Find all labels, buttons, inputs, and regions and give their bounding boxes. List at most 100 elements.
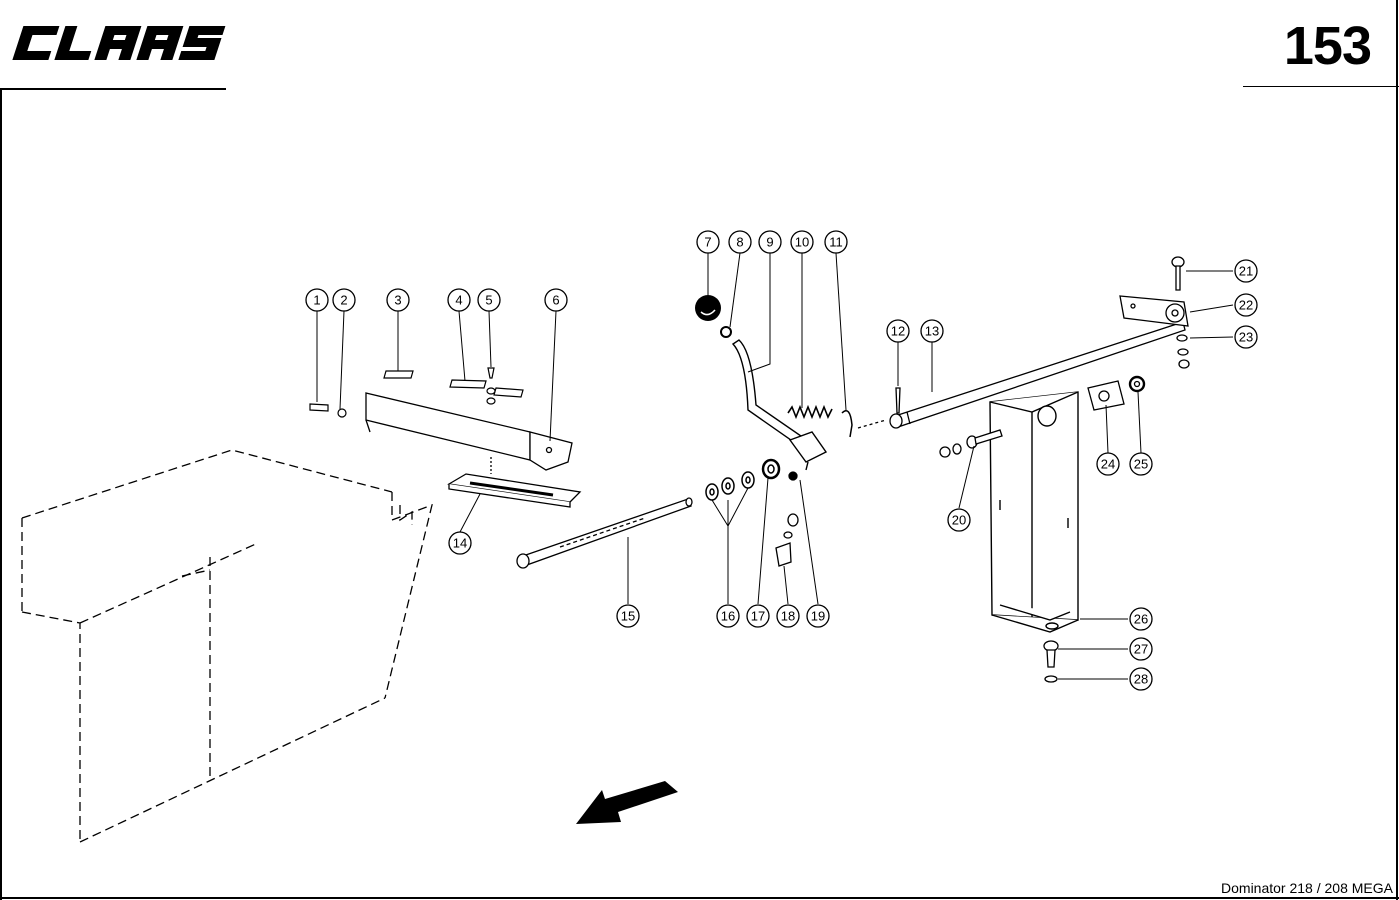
callout-19: 19 bbox=[806, 604, 830, 628]
callout-4: 4 bbox=[447, 288, 471, 312]
callout-circle bbox=[1234, 259, 1258, 283]
callout-6: 6 bbox=[544, 288, 568, 312]
callout-number: 15 bbox=[621, 609, 635, 624]
callout-number: 23 bbox=[1239, 330, 1253, 345]
callout-circle bbox=[386, 288, 410, 312]
machine-outline bbox=[21, 449, 433, 843]
callout-number: 8 bbox=[736, 235, 743, 250]
callout-number: 17 bbox=[751, 609, 765, 624]
callout-circle bbox=[305, 288, 329, 312]
callout-circle bbox=[447, 288, 471, 312]
callout-28: 28 bbox=[1129, 667, 1153, 691]
callout-8: 8 bbox=[728, 230, 752, 254]
callout-number: 26 bbox=[1134, 612, 1148, 627]
callout-number: 7 bbox=[704, 235, 711, 250]
callout-circle bbox=[616, 604, 640, 628]
callout-number: 25 bbox=[1134, 457, 1148, 472]
hook-part bbox=[841, 410, 853, 438]
callout-circle bbox=[1129, 667, 1153, 691]
callout-circle bbox=[806, 604, 830, 628]
callout-21: 21 bbox=[1234, 259, 1258, 283]
callout-10: 10 bbox=[790, 230, 814, 254]
mount-plate-part bbox=[1087, 375, 1146, 411]
callout-1: 1 bbox=[305, 288, 329, 312]
callout-number: 28 bbox=[1134, 672, 1148, 687]
callout-circle bbox=[544, 288, 568, 312]
callout-25: 25 bbox=[1129, 452, 1153, 476]
callout-18: 18 bbox=[776, 604, 800, 628]
claas-logo bbox=[12, 26, 226, 60]
shaft-part bbox=[516, 497, 693, 569]
callout-3: 3 bbox=[386, 288, 410, 312]
callout-circle bbox=[477, 288, 501, 312]
callout-circle bbox=[1234, 325, 1258, 349]
callout-27: 27 bbox=[1129, 637, 1153, 661]
callout-number: 22 bbox=[1239, 298, 1253, 313]
callout-26: 26 bbox=[1129, 607, 1153, 631]
callout-number: 1 bbox=[313, 293, 320, 308]
header-rule-left bbox=[0, 88, 226, 90]
callout-5: 5 bbox=[477, 288, 501, 312]
callout-circle bbox=[696, 230, 720, 254]
callout-number: 27 bbox=[1134, 642, 1148, 657]
base-bolt-part bbox=[1043, 640, 1059, 683]
callout-circle bbox=[790, 230, 814, 254]
bracket-part bbox=[365, 392, 573, 471]
arrow-down-left-icon bbox=[576, 781, 678, 824]
callout-20: 20 bbox=[947, 508, 971, 532]
plate-parts bbox=[383, 370, 524, 398]
knob-part bbox=[695, 295, 732, 338]
callout-number: 16 bbox=[721, 609, 735, 624]
bolt-part bbox=[939, 429, 1003, 458]
callout-circle bbox=[824, 230, 848, 254]
callout-11: 11 bbox=[824, 230, 848, 254]
frame-left-border bbox=[0, 88, 2, 900]
callout-circle bbox=[1129, 452, 1153, 476]
callout-14: 14 bbox=[448, 531, 472, 555]
pin-parts bbox=[1171, 256, 1190, 369]
callout-circle bbox=[716, 604, 740, 628]
callout-16: 16 bbox=[716, 604, 740, 628]
callout-number: 20 bbox=[952, 513, 966, 528]
callout-number: 13 bbox=[925, 324, 939, 339]
callout-23: 23 bbox=[1234, 325, 1258, 349]
model-designation: Dominator 218 / 208 MEGA bbox=[1221, 880, 1393, 896]
callout-number: 14 bbox=[453, 536, 467, 551]
callout-number: 21 bbox=[1239, 264, 1253, 279]
callout-circle bbox=[728, 230, 752, 254]
callout-number: 6 bbox=[552, 293, 559, 308]
callout-12: 12 bbox=[886, 319, 910, 343]
callout-number: 12 bbox=[891, 324, 905, 339]
spring-part bbox=[787, 404, 833, 420]
housing-box-part bbox=[989, 391, 1079, 633]
callout-circle bbox=[1234, 293, 1258, 317]
callout-circle bbox=[947, 508, 971, 532]
pivot-bracket-part bbox=[1119, 295, 1189, 327]
callout-number: 2 bbox=[340, 293, 347, 308]
callout-13: 13 bbox=[920, 319, 944, 343]
callout-number: 9 bbox=[766, 235, 773, 250]
nut-bolt-parts bbox=[775, 471, 799, 567]
callout-number: 10 bbox=[795, 235, 809, 250]
callout-15: 15 bbox=[616, 604, 640, 628]
callout-circle bbox=[920, 319, 944, 343]
washer-parts bbox=[705, 458, 781, 501]
callout-number: 3 bbox=[394, 293, 401, 308]
page-number: 153 bbox=[1283, 16, 1372, 76]
callout-2: 2 bbox=[332, 288, 356, 312]
callout-circle bbox=[776, 604, 800, 628]
callout-circle bbox=[746, 604, 770, 628]
callout-circle bbox=[448, 531, 472, 555]
callout-circle bbox=[1129, 607, 1153, 631]
callout-number: 18 bbox=[781, 609, 795, 624]
callout-number: 11 bbox=[829, 235, 843, 250]
lever-part bbox=[731, 339, 828, 471]
callout-circle bbox=[332, 288, 356, 312]
callout-number: 19 bbox=[811, 609, 825, 624]
callout-9: 9 bbox=[758, 230, 782, 254]
rail-part bbox=[447, 457, 582, 508]
callout-number: 4 bbox=[455, 293, 462, 308]
